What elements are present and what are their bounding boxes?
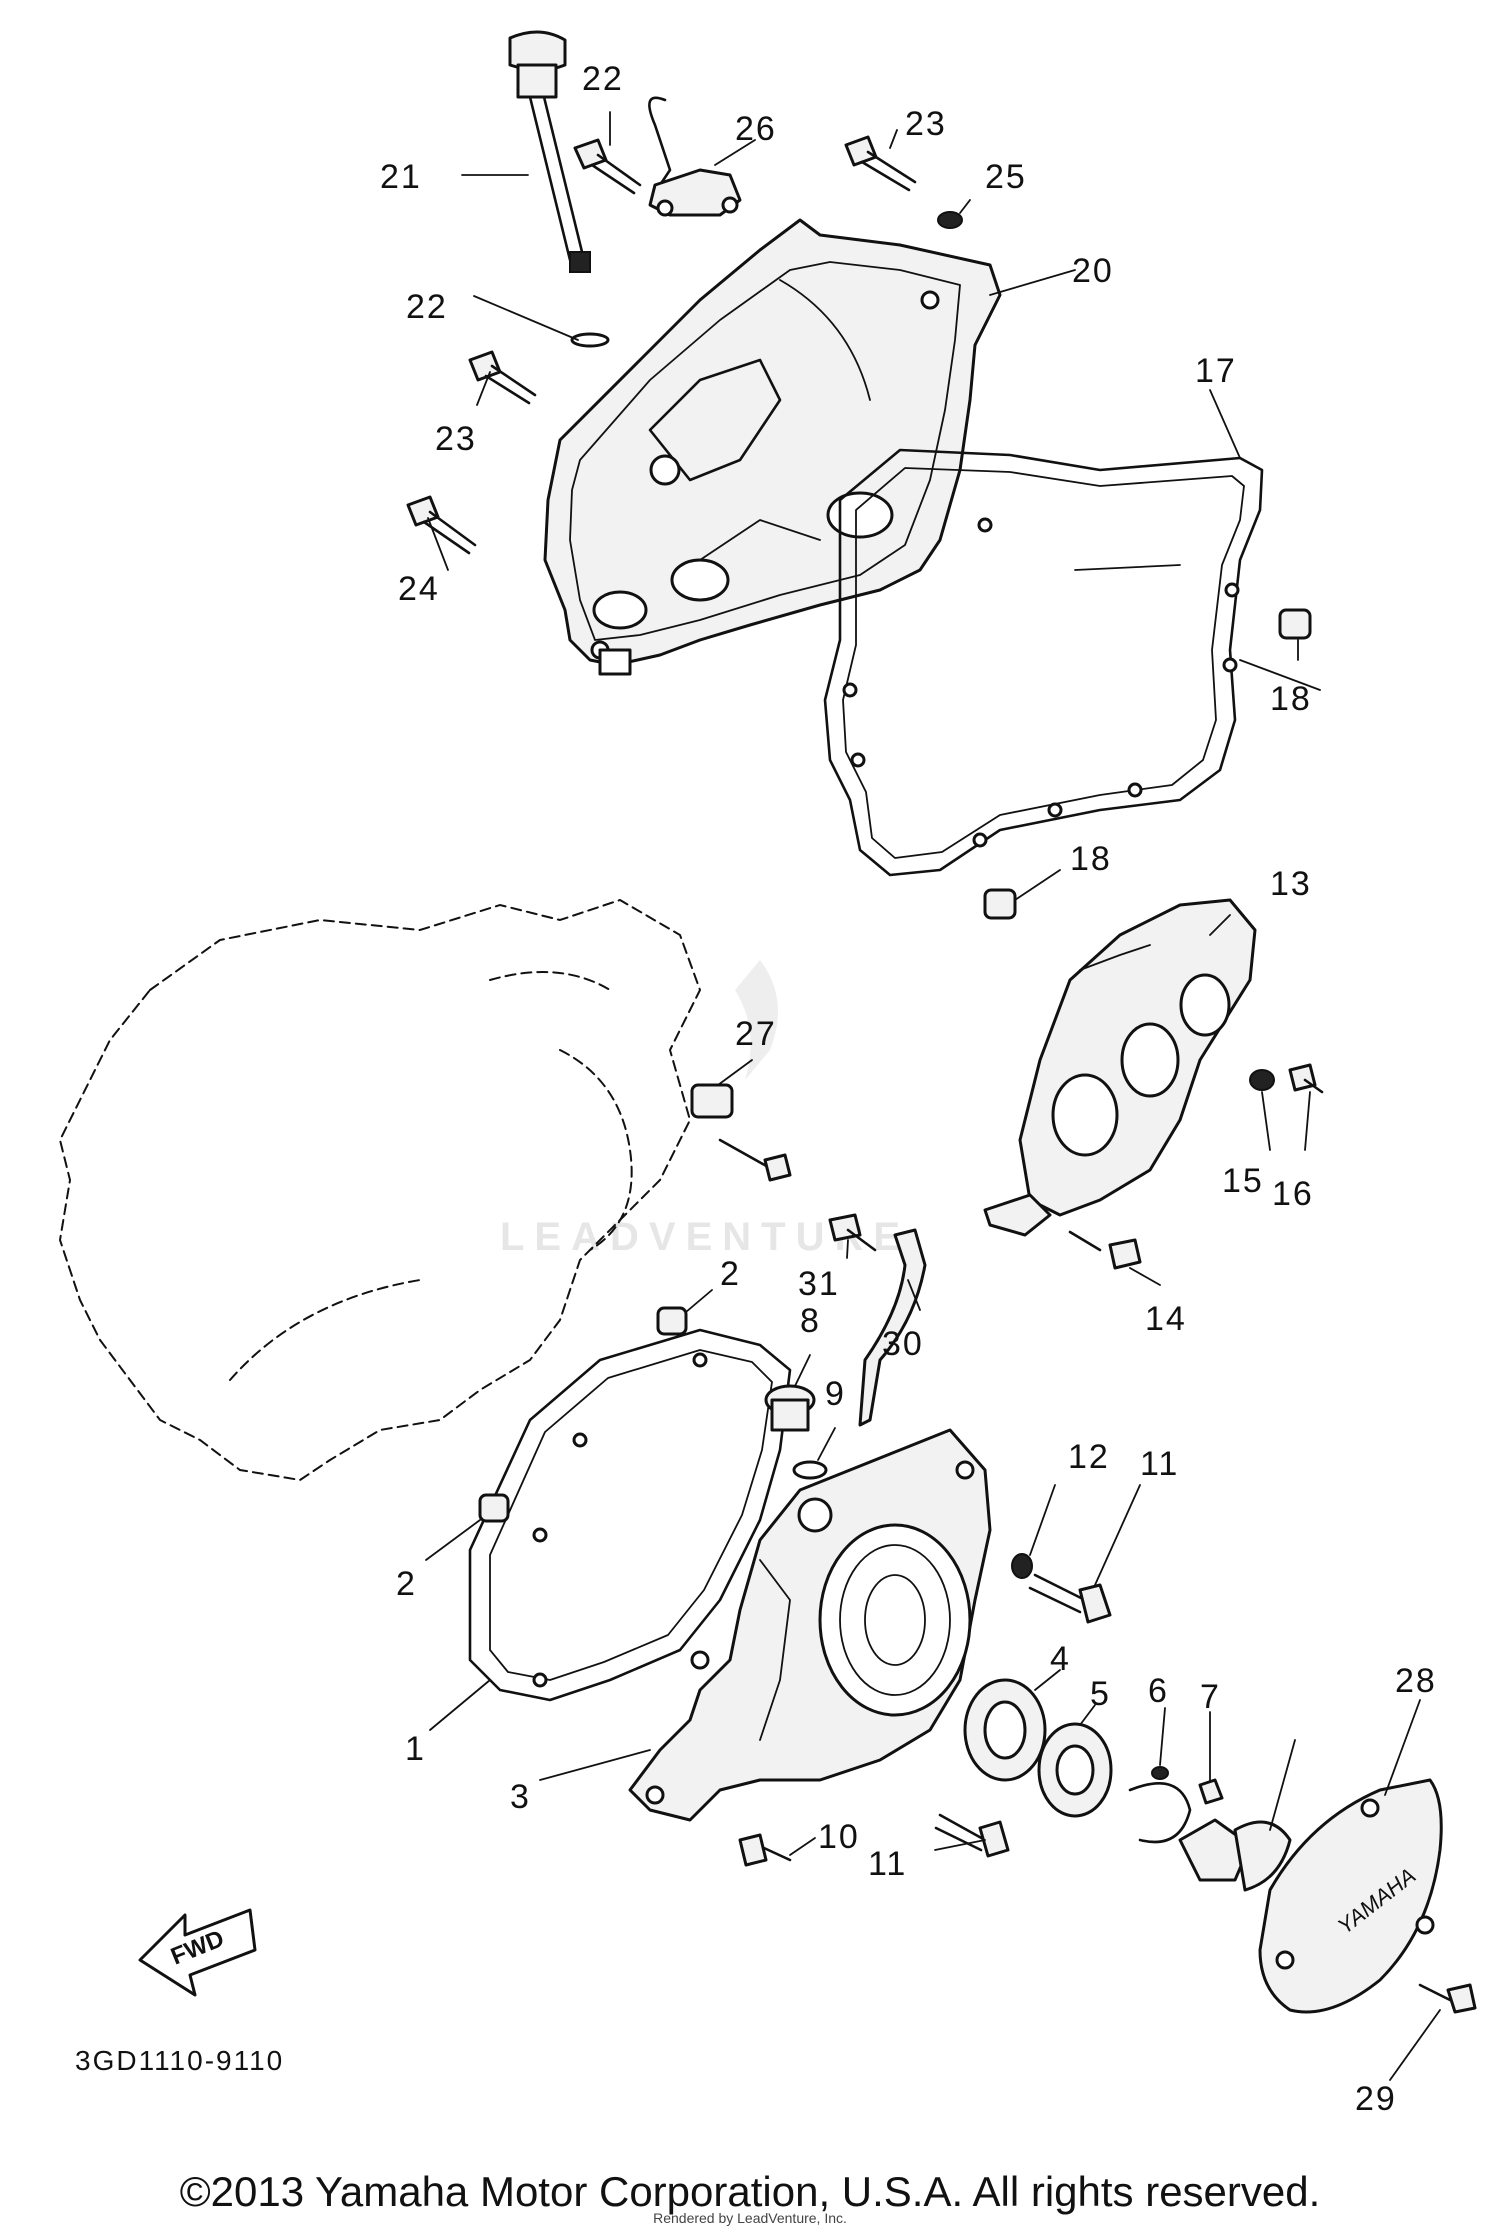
callout-4: 4 <box>1050 1640 1071 1678</box>
callout-25: 26 <box>735 110 777 148</box>
callout-27: 28 <box>1395 1662 1437 1700</box>
dowel-pin-18-upper <box>1278 608 1312 640</box>
bolt-16 <box>1288 1063 1324 1094</box>
dowel-pin-2-upper <box>656 1306 688 1336</box>
bolt-22-upper <box>573 138 642 195</box>
callout-3: 3 <box>510 1778 531 1816</box>
callout-14: 14 <box>1145 1300 1187 1338</box>
bolt-23-lower <box>406 495 477 555</box>
callout-10: 10 <box>818 1818 860 1856</box>
callout-11-upper: 11 <box>1140 1445 1179 1483</box>
callout-11-lower: 11 <box>868 1845 907 1883</box>
callout-12: 12 <box>1068 1438 1110 1476</box>
bolt-23-upper <box>844 135 917 192</box>
callout-18-lower: 18 <box>1070 840 1112 878</box>
render-note: Rendered by LeadVenture, Inc. <box>653 2210 847 2226</box>
engine-crankcase-outline <box>58 898 702 1482</box>
bolt-22-lower <box>468 350 537 405</box>
callout-8: 8 <box>800 1302 821 1340</box>
callout-15: 15 <box>1222 1162 1264 1200</box>
catalog-code: 3GD1110-9110 <box>75 2045 284 2076</box>
shift-shaft-31 <box>1178 1818 1292 1892</box>
callout-5: 5 <box>1090 1675 1111 1713</box>
generator-cover-27: YAMAHA <box>1258 1778 1443 2014</box>
callout-2-lower: 2 <box>396 1565 417 1603</box>
guide-plate-29 <box>858 1228 927 1427</box>
sprocket-cover <box>983 898 1257 1237</box>
copyright-footer: ©2013 Yamaha Motor Corporation, U.S.A. A… <box>179 2168 1321 2215</box>
callout-1: 1 <box>405 1730 426 1768</box>
callout-24: 25 <box>985 158 1027 196</box>
callout-20: 21 <box>380 158 422 196</box>
oil-dipstick <box>508 30 591 273</box>
bolt-28 <box>1418 1983 1477 2014</box>
bolt-11-upper <box>1028 1573 1112 1624</box>
callout-23-lower: 24 <box>398 570 440 608</box>
callout-16: 16 <box>1272 1175 1314 1213</box>
callout-21: 22 <box>406 288 448 326</box>
damper-26 <box>690 1083 792 1182</box>
washer-24 <box>937 211 963 229</box>
drain-plug-8 <box>764 1384 816 1432</box>
washer-15 <box>1249 1069 1275 1091</box>
crankcase-cover-gasket <box>823 448 1264 877</box>
bolt-11-lower <box>934 1813 1010 1858</box>
callout-13: 13 <box>1270 865 1312 903</box>
bolt-14 <box>1068 1230 1142 1270</box>
crankcase-cover-right <box>543 218 1002 676</box>
bolt-10 <box>738 1833 792 1867</box>
clutch-cable-bracket <box>648 96 742 217</box>
callout-23-upper: 23 <box>905 105 947 143</box>
callout-18-upper: 18 <box>1270 680 1312 718</box>
washer-9 <box>792 1460 828 1480</box>
callout-7: 7 <box>1200 1678 1221 1716</box>
screw-7 <box>1198 1778 1224 1805</box>
oil-seal-5 <box>1037 1722 1113 1818</box>
circlip-6 <box>1128 1766 1192 1844</box>
callout-26: 27 <box>735 1015 777 1053</box>
bearing-4 <box>963 1678 1047 1782</box>
leader-lines <box>425 111 1441 2081</box>
callout-22-lower: 23 <box>435 420 477 458</box>
callout-28: 29 <box>1355 2080 1397 2118</box>
callout-17: 17 <box>1195 352 1237 390</box>
callout-labels: 21 22 22 23 23 24 25 26 20 17 18 18 13 1… <box>380 60 1437 2118</box>
forward-arrow: FWD <box>138 1908 257 1997</box>
washer-12 <box>1011 1553 1033 1579</box>
cover-gasket-1 <box>468 1328 792 1702</box>
crankcase-cover-left <box>628 1428 992 1822</box>
o-ring <box>570 332 610 348</box>
dowel-pin-2-lower <box>478 1493 510 1523</box>
callout-9: 9 <box>825 1375 846 1413</box>
callout-19: 20 <box>1072 252 1114 290</box>
callout-22-upper: 22 <box>582 60 624 98</box>
dowel-pin-18-lower <box>983 888 1017 920</box>
callout-29: 30 <box>882 1325 924 1363</box>
callout-30: 31 <box>798 1265 840 1303</box>
callout-6: 6 <box>1148 1672 1169 1710</box>
callout-2-upper: 2 <box>720 1255 741 1293</box>
bolt-30 <box>828 1213 877 1252</box>
